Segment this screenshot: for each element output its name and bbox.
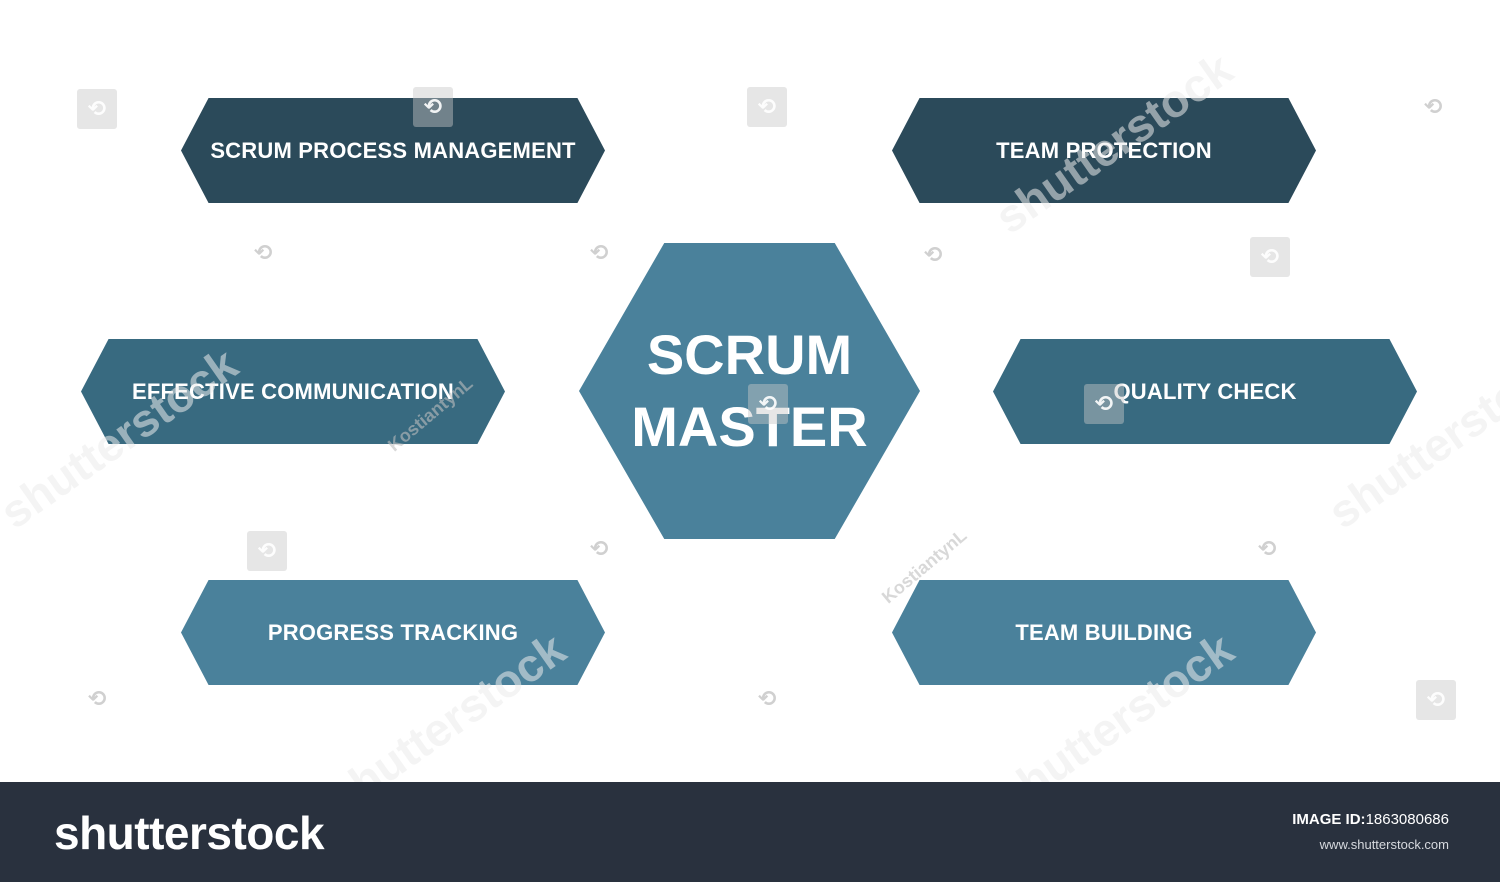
footer-bar: shutterstock IMAGE ID:1863080686 www.shu… [0, 782, 1500, 882]
item-effective-communication: EFFECTIVE COMMUNICATION [81, 339, 505, 444]
watermark-glyph-icon: ⟲ [924, 242, 943, 267]
image-id-value: 1863080686 [1365, 811, 1449, 828]
item-label: TEAM BUILDING [1015, 619, 1193, 645]
watermark-tile-icon: ⟲ [1416, 680, 1456, 720]
watermark-tile-icon: ⟲ [748, 384, 788, 424]
watermark-tile-icon: ⟲ [247, 531, 287, 571]
item-label: EFFECTIVE COMMUNICATION [132, 378, 454, 404]
watermark-glyph-icon: ⟲ [758, 686, 777, 711]
item-label: QUALITY CHECK [1113, 378, 1297, 404]
watermark-tile-icon: ⟲ [77, 89, 117, 129]
watermark-tile-icon: ⟲ [747, 87, 787, 127]
item-team-building: TEAM BUILDING [892, 580, 1316, 685]
watermark-glyph-icon: ⟲ [590, 536, 609, 561]
item-scrum-process-management: SCRUM PROCESS MANAGEMENT [181, 98, 605, 203]
item-label: TEAM PROTECTION [996, 137, 1212, 163]
watermark-tile-icon: ⟲ [1250, 237, 1290, 277]
footer-url: www.shutterstock.com [1319, 837, 1449, 852]
shutterstock-logo: shutterstock [54, 807, 325, 859]
item-label: PROGRESS TRACKING [267, 619, 519, 645]
item-team-protection: TEAM PROTECTION [892, 98, 1316, 203]
item-quality-check: QUALITY CHECK [993, 339, 1417, 444]
watermark-glyph-icon: ⟲ [88, 686, 107, 711]
watermark-tile-icon: ⟲ [413, 87, 453, 127]
watermark-glyph-icon: ⟲ [254, 240, 273, 265]
watermark-glyph-icon: ⟲ [1258, 536, 1277, 561]
watermark-glyph-icon: ⟲ [590, 240, 609, 265]
center-title-line1: SCRUM [646, 323, 853, 386]
image-id-label: IMAGE ID: [1292, 811, 1366, 828]
item-label: SCRUM PROCESS MANAGEMENT [210, 137, 576, 163]
center-title-line2: MASTER [631, 395, 868, 458]
watermark-tile-icon: ⟲ [1084, 384, 1124, 424]
watermark-glyph-icon: ⟲ [1424, 94, 1443, 119]
image-id: IMAGE ID:1863080686 [1292, 811, 1449, 828]
diagram-canvas: SCRUM PROCESS MANAGEMENT TEAM PROTECTION… [0, 42, 1500, 824]
item-progress-tracking: PROGRESS TRACKING [181, 580, 605, 685]
